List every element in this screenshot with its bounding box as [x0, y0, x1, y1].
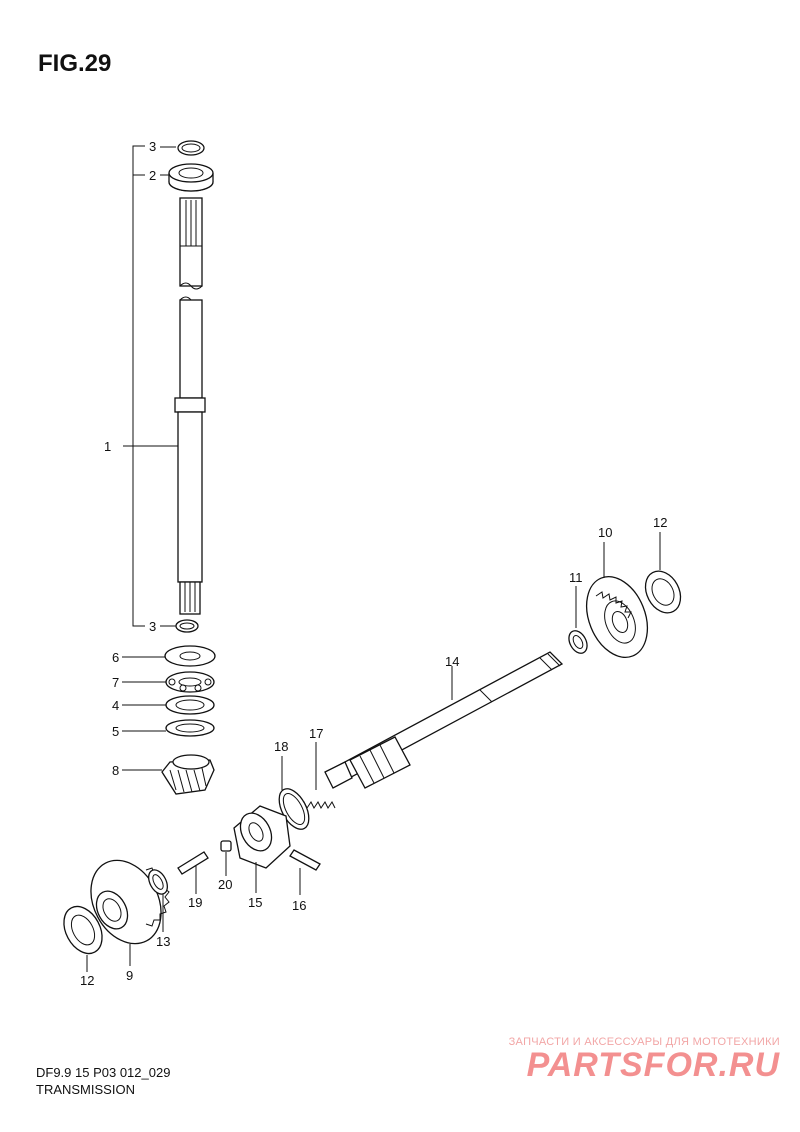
callout-14: 14 [445, 654, 459, 669]
drive-shaft [174, 197, 206, 615]
thrust-washer-12-right [644, 570, 682, 614]
forward-gear [90, 859, 170, 945]
callout-18: 18 [274, 739, 288, 754]
callout-3-bottom: 3 [149, 619, 156, 634]
shim-11 [568, 630, 588, 654]
callout-5: 5 [112, 724, 119, 739]
figure-title: FIG.29 [38, 50, 112, 77]
watermark-tagline: ЗАПЧАСТИ И АКСЕССУАРЫ ДЛЯ МОТОТЕХНИКИ [508, 1036, 780, 1048]
pinion-gear [161, 754, 215, 795]
circlip-top [177, 140, 205, 156]
callout-3-top: 3 [149, 139, 156, 154]
watermark-logo: PARTSFOR.RU [526, 1046, 780, 1084]
callout-2: 2 [149, 168, 156, 183]
bearing [168, 163, 214, 192]
shim-13 [148, 869, 168, 895]
callout-7: 7 [112, 675, 119, 690]
circlip-bottom [175, 619, 199, 633]
callout-9: 9 [126, 968, 133, 983]
bracket-part-1 [132, 145, 145, 627]
figure-code: DF9.9 15 P03 012_029 [36, 1065, 171, 1080]
watermark: ЗАПЧАСТИ И АКСЕССУАРЫ ДЛЯ МОТОТЕХНИКИ PA… [509, 1036, 780, 1085]
callout-8: 8 [112, 763, 119, 778]
callout-12-right: 12 [653, 515, 667, 530]
callout-19: 19 [188, 895, 202, 910]
callout-1: 1 [104, 439, 111, 454]
pin-19 [177, 851, 209, 875]
washer-4 [165, 695, 215, 715]
clutch-dog [233, 805, 291, 869]
callout-16: 16 [292, 898, 306, 913]
thrust-washer-12-left [63, 905, 103, 955]
callout-6: 6 [112, 650, 119, 665]
section-name: TRANSMISSION [36, 1082, 135, 1097]
footer: DF9.9 15 P03 012_029 TRANSMISSION [36, 1064, 170, 1098]
thrust-washer-6 [164, 645, 216, 667]
propeller-shaft [324, 651, 564, 789]
callout-10: 10 [598, 525, 612, 540]
callout-13: 13 [156, 934, 170, 949]
callout-20: 20 [218, 877, 232, 892]
thrust-bearing-7 [165, 671, 215, 693]
reverse-gear [585, 576, 649, 658]
shim-5 [165, 719, 215, 737]
small-pin [220, 840, 232, 852]
callout-15: 15 [248, 895, 262, 910]
callout-17: 17 [309, 726, 323, 741]
callout-4: 4 [112, 698, 119, 713]
pin-16 [289, 849, 321, 871]
callout-11: 11 [569, 570, 583, 585]
callout-12-left: 12 [80, 973, 94, 988]
